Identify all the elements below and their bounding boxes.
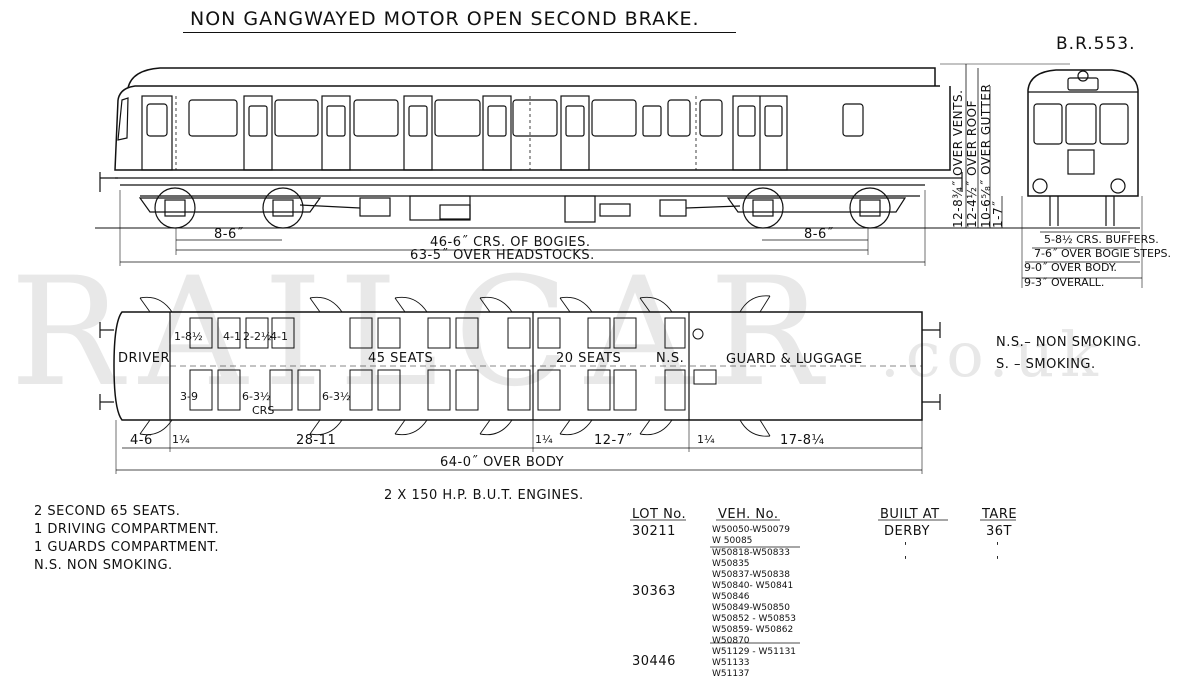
lot-30211: 30211: [632, 524, 676, 539]
ditto-built-2: ': [904, 554, 908, 567]
dim-overall-width: 9-3˝ OVERALL.: [1024, 276, 1105, 289]
veh-row: W50870: [712, 636, 750, 646]
col-lot-no: LOT No.: [632, 507, 687, 522]
summary-line-2: 1 DRIVING COMPARTMENT.: [34, 522, 220, 537]
label-guard-luggage: GUARD & LUGGAGE: [726, 352, 863, 367]
veh-row: W51133: [712, 658, 750, 668]
dim-4-1a: 4-1: [223, 330, 241, 343]
dim-4-6: 4-6: [130, 433, 153, 448]
dim-floor-height: 1-7˝: [991, 200, 1005, 228]
ditto-tare-2: ': [996, 554, 1000, 567]
lot-30363: 30363: [632, 584, 676, 599]
veh-row: W50846: [712, 592, 750, 602]
legend-ns: N.S.– NON SMOKING.: [996, 335, 1142, 350]
col-tare: TARE: [982, 507, 1018, 522]
dim-17-8: 17-8¼: [780, 433, 825, 448]
bogie-left: [138, 187, 322, 229]
label-45-seats: 45 SEATS: [368, 351, 434, 366]
dim-3-9: 3-9: [180, 390, 198, 403]
dim-over-vents: 12-8¾˝ OVER VENTS.: [951, 89, 965, 228]
ditto-built-1: ': [904, 540, 908, 553]
summary-line-1: 2 SECOND 65 SEATS.: [34, 504, 181, 519]
dim-bogie-left: 8-6˝: [214, 227, 244, 242]
label-engines: 2 X 150 H.P. B.U.T. ENGINES.: [384, 488, 584, 503]
veh-row: W50840- W50841: [712, 581, 794, 591]
dim-28-11: 28-11: [296, 433, 337, 448]
veh-row: W 50085: [712, 536, 753, 546]
dim-1-8: 1-8½: [174, 330, 203, 343]
dim-headstocks: 63-5˝ OVER HEADSTOCKS.: [410, 248, 595, 263]
veh-row: W50818-W50833: [712, 548, 790, 558]
veh-row: W50835: [712, 559, 750, 569]
col-veh-no: VEH. No.: [718, 507, 779, 522]
dim-bogie-centres: 46-6˝ CRS. OF BOGIES.: [430, 235, 591, 250]
dim-2-2: 2-2½: [243, 330, 272, 343]
lot-30446: 30446: [632, 654, 676, 669]
veh-row: W51137: [712, 669, 750, 679]
dim-1-quarter-b: 1¼: [535, 433, 553, 446]
drawing-title: NON GANGWAYED MOTOR OPEN SECOND BRAKE.: [190, 8, 700, 30]
dim-over-body-length: 64-0˝ OVER BODY: [440, 455, 565, 470]
label-20-seats: 20 SEATS: [556, 351, 622, 366]
dim-buffer-centres: 5-8½ CRS. BUFFERS.: [1044, 233, 1159, 246]
col-built-at: BUILT AT: [880, 507, 940, 522]
veh-row: W50859- W50862: [712, 625, 794, 635]
side-elevation: [95, 63, 1140, 266]
dim-6-3b: 6-3½: [322, 390, 351, 403]
bogie-right: [726, 187, 907, 229]
end-elevation: [1021, 69, 1143, 288]
dim-over-body-width: 9-0˝ OVER BODY.: [1024, 261, 1117, 274]
legend-s: S. – SMOKING.: [996, 357, 1096, 372]
dim-bogie-right: 8-6˝: [804, 227, 834, 242]
veh-row: W50050-W50079: [712, 525, 790, 535]
summary-line-4: N.S. NON SMOKING.: [34, 558, 173, 573]
label-crs: CRS: [252, 404, 275, 417]
dim-4-1b: 4-1: [270, 330, 288, 343]
built-derby: DERBY: [884, 524, 930, 539]
tare-36t: 36T: [986, 524, 1012, 539]
veh-row: W50837-W50838: [712, 570, 790, 580]
veh-row: W50849-W50850: [712, 603, 790, 613]
dim-bogie-steps: 7-6˝ OVER BOGIE STEPS.: [1034, 247, 1172, 260]
drawing-code: B.R.553.: [1056, 34, 1136, 54]
label-driver: DRIVER: [118, 351, 171, 366]
dim-over-roof: 12-4½˝ OVER ROOF: [965, 100, 979, 228]
summary-line-3: 1 GUARDS COMPARTMENT.: [34, 540, 219, 555]
label-non-smoking: N.S.: [656, 351, 685, 366]
ditto-tare-1: ': [996, 540, 1000, 553]
dim-1-quarter-a: 1¼: [172, 433, 190, 446]
plan-view: [99, 295, 941, 474]
watermark-domain: .co.uk: [880, 318, 1104, 391]
dim-12-7: 12-7˝: [594, 433, 633, 448]
veh-row: W50852 - W50853: [712, 614, 797, 624]
dim-1-quarter-c: 1¼: [697, 433, 715, 446]
title-underline: [183, 32, 736, 33]
veh-row: W51129 - W51131: [712, 647, 797, 657]
dim-6-3a: 6-3½: [242, 390, 271, 403]
watermark-railcar: RAILCAR: [10, 246, 839, 420]
